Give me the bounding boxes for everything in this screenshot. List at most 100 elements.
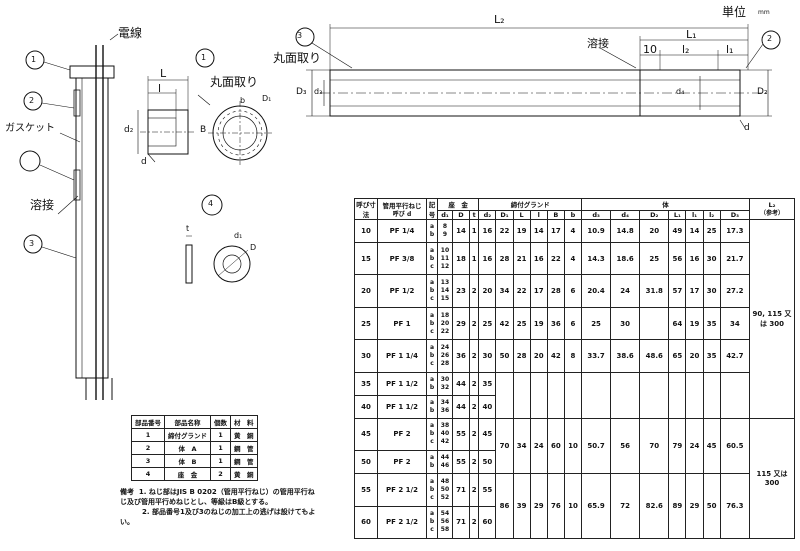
cell-D: 71 [451, 505, 471, 540]
cell-t: 2 [468, 371, 480, 396]
cell-thread: PF 1 1/2 [377, 371, 427, 396]
dim-l1: l₁ [726, 43, 734, 56]
parts-cell: 黄 銅 [230, 467, 258, 481]
cell-t: 2 [468, 339, 480, 373]
cell-B: 42 [546, 339, 565, 373]
cell-D2: 48.6 [639, 339, 670, 373]
parts-cell: 1 [131, 428, 165, 442]
cell-b: 4 [563, 241, 583, 276]
cell-l: 17 [529, 274, 548, 308]
cell-L1: 57 [668, 274, 687, 308]
cell-L: 39 [512, 473, 531, 539]
gland-col-header: l [529, 209, 548, 221]
detail-1-number: 1 [201, 53, 207, 62]
detail1-L: L [160, 67, 167, 80]
cell-d2: 40 [478, 394, 497, 419]
d1-value: 13 [440, 279, 450, 287]
cell-L1: 65 [668, 339, 687, 373]
cell-D2: 20 [639, 219, 670, 243]
cell-D3: 21.7 [719, 241, 751, 276]
detail4-t: t [186, 224, 190, 233]
cell-thread: PF 2 1/2 [377, 505, 427, 540]
cell-d3: 20.4 [581, 274, 612, 308]
cell-L1: 79 [668, 417, 687, 475]
part-3-callout-top: 3 [297, 31, 303, 40]
cell-l2: 35 [702, 306, 721, 341]
cell-size: 35 [354, 371, 378, 396]
cell-B: 36 [546, 306, 565, 341]
cell-d3: 10.9 [581, 219, 612, 243]
kigo-value: a [429, 279, 435, 287]
h-body: 体 [581, 198, 750, 211]
kigo-value: c [430, 295, 434, 303]
cell-t: 2 [468, 417, 480, 452]
d1-value: 32 [440, 383, 450, 391]
body-col-header: d₃ [581, 209, 612, 221]
cell-l1: 16 [685, 241, 704, 276]
cell-d2: 35 [478, 371, 497, 396]
parts-cell: 座 金 [164, 467, 211, 481]
cell-thread: PF 2 [377, 450, 427, 475]
cell-d4: 24 [610, 274, 641, 308]
cell-b: 6 [563, 306, 583, 341]
parts-cell: 4 [131, 467, 165, 481]
cell-l: 20 [529, 339, 548, 373]
kigo-value: a [429, 422, 435, 430]
cell-D: 44 [451, 394, 471, 419]
cell-thread: PF 3/8 [377, 241, 427, 276]
cell-D3 [719, 371, 751, 419]
cell-L2: 115 又は 300 [749, 417, 795, 540]
cell-l1: 17 [685, 274, 704, 308]
cell-D: 44 [451, 371, 471, 396]
detail1-l: l [158, 82, 162, 95]
d1-value: 8 [442, 223, 448, 230]
cell-thread: PF 1 1/4 [377, 339, 427, 373]
washer-col-header: d₁ [437, 209, 453, 221]
cell-t: 2 [468, 505, 480, 540]
cell-d2: 20 [478, 274, 497, 308]
gland-col-header: L [512, 209, 531, 221]
parts-cell: 1 [210, 441, 231, 455]
d1-value: 58 [440, 526, 450, 534]
cell-L: 22 [512, 274, 531, 308]
cell-size: 40 [354, 394, 378, 419]
kigo-value: b [429, 485, 435, 493]
d1-value: 34 [440, 398, 450, 406]
kigo-value: a [429, 477, 435, 485]
kigo-value: b [429, 462, 435, 470]
gasket-label: ガスケット [5, 123, 55, 134]
d1-value: 46 [440, 462, 450, 470]
cell-t: 1 [468, 219, 480, 243]
cell-thread: PF 1/4 [377, 219, 427, 243]
cell-D: 14 [451, 219, 471, 243]
unit-label: 単位 [722, 5, 747, 19]
kigo-value: b [429, 254, 435, 262]
h-L2: L₂（参考） [749, 198, 795, 220]
cell-D3: 42.7 [719, 339, 751, 373]
cell-b: 10 [563, 417, 583, 475]
h-gland: 締付グランド [478, 198, 583, 211]
detail1-b: b [240, 96, 246, 105]
detail1-B: B [200, 125, 207, 135]
kigo-value: a [429, 223, 435, 230]
parts-header-row: 部品番号 部品名称 個数 材 料 [131, 415, 258, 429]
h-L2-sub: （参考） [759, 209, 784, 217]
cell-l: 16 [529, 241, 548, 276]
detail1-chamfer: 丸面取り [210, 75, 259, 89]
h-thread: 管用平行ねじ呼び d [377, 198, 427, 220]
cell-thread: PF 1 [377, 306, 427, 341]
parts-cell: 鋼 管 [230, 454, 258, 468]
parts-cell: 体 B [164, 454, 211, 468]
notes-title: 備考 [120, 488, 134, 496]
d1-value: 28 [440, 359, 450, 367]
d1-value: 14 [440, 287, 450, 295]
